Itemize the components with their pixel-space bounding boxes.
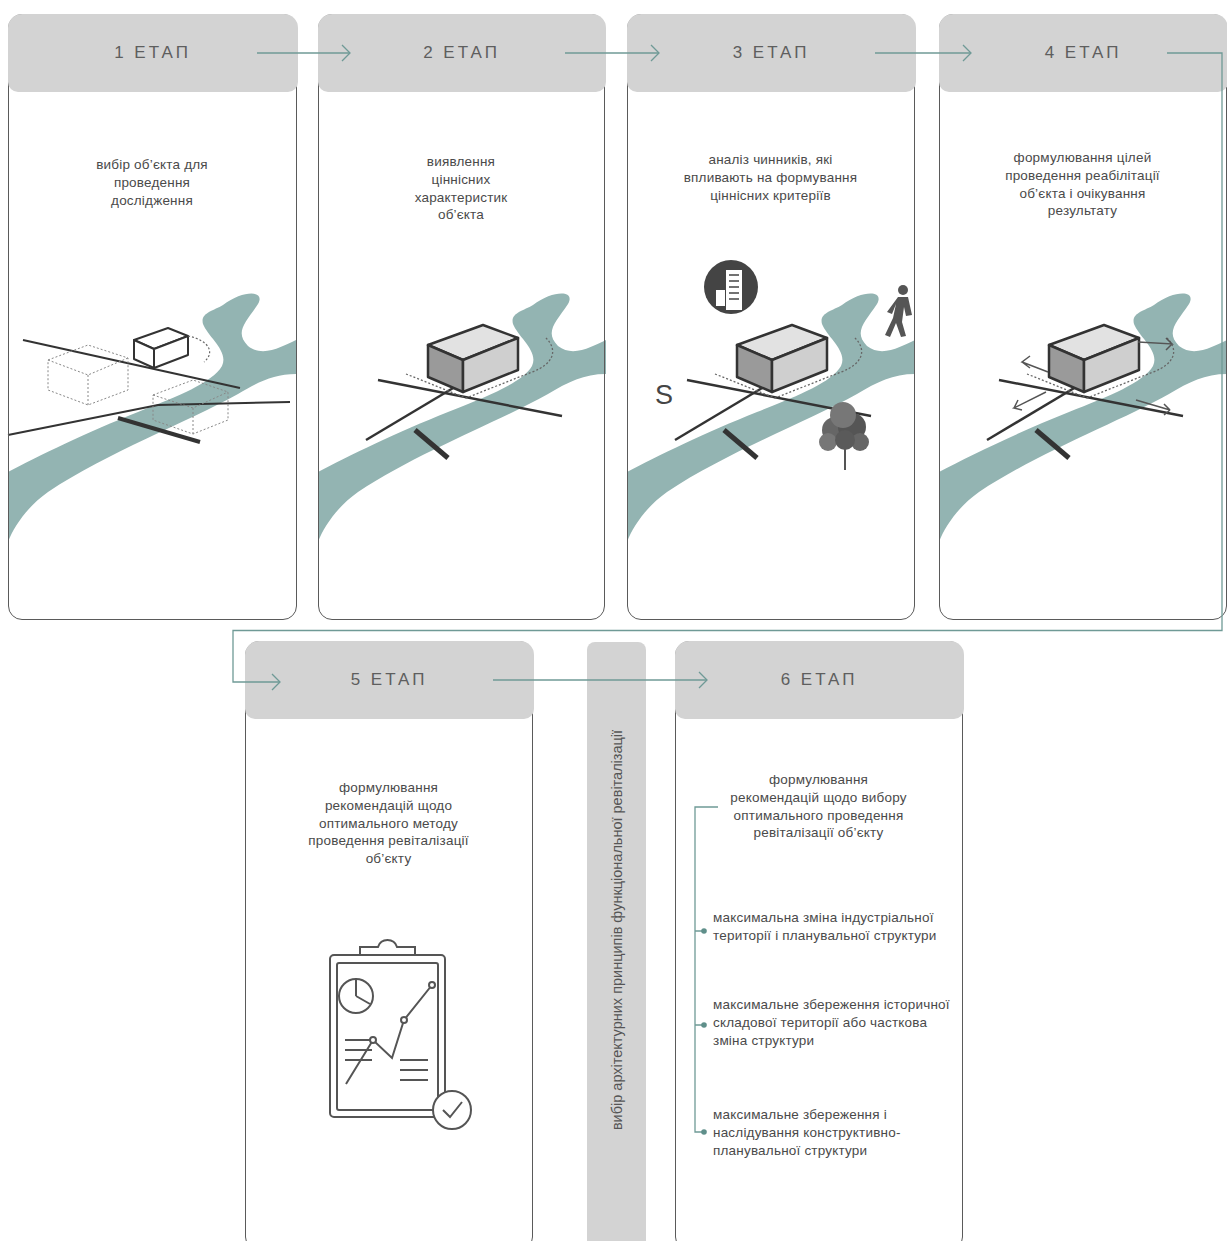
building-icon	[704, 260, 758, 314]
pedestrian-icon	[885, 285, 912, 337]
expand-arrows	[1014, 338, 1172, 415]
flow-arrow	[233, 53, 1222, 690]
stage-title: 6 ЕТАП	[781, 670, 858, 690]
stage-description: виявлення ціннісних характеристик об’єкт…	[396, 153, 526, 224]
band-text: вибір архітектурних принципів функціонал…	[607, 720, 625, 1140]
stage-description: формулювання рекомендацій щодо оптимальн…	[304, 779, 474, 868]
principle-band: вибір архітектурних принципів функціонал…	[587, 642, 646, 1241]
stage-title: 1 ЕТАП	[114, 43, 191, 63]
stage-title: 3 ЕТАП	[733, 43, 810, 63]
stage-header: 5 ЕТАП	[245, 641, 534, 719]
stage-panel: 6 ЕТАП формулювання рекомендацій щодо виб…	[675, 641, 963, 1241]
stage-header: 2 ЕТАП	[318, 14, 606, 92]
stage-panel: 2 ЕТАП виявлення ціннісних характеристик …	[318, 14, 605, 620]
stage-description: вибір об’єкта для проведення дослідження	[77, 156, 227, 209]
site-sketch	[939, 294, 1227, 542]
stage-title: 5 ЕТАП	[351, 670, 428, 690]
report-icon	[330, 940, 471, 1129]
stage-description: формулювання рекомендацій щодо вибору оп…	[724, 771, 914, 842]
option-item: максимальне збереження історичної складо…	[713, 996, 958, 1049]
site-sketch	[8, 294, 296, 542]
compass-letter: S	[655, 380, 673, 411]
tree-icon	[819, 402, 869, 470]
site-sketch	[318, 294, 606, 542]
flow-arrow	[565, 45, 659, 61]
stage-description: формулювання цілей проведення реабілітац…	[993, 149, 1173, 220]
flow-arrow	[493, 672, 707, 688]
option-item: максимальне збереження і наслідування ко…	[713, 1106, 961, 1159]
flow-arrow	[875, 45, 971, 61]
stage-header: 3 ЕТАП	[627, 14, 916, 92]
stage-panel: 4 ЕТАП формулювання цілей проведення реаб…	[939, 14, 1227, 620]
stage-panel: 1 ЕТАП вибір об’єкта для проведення дослі…	[8, 14, 297, 620]
stage-title: 4 ЕТАП	[1045, 43, 1122, 63]
stage-header: 1 ЕТАП	[8, 14, 298, 92]
site-sketch	[627, 294, 915, 542]
stage-header: 6 ЕТАП	[675, 641, 964, 719]
option-item: максимальна зміна індустріальної територ…	[713, 909, 958, 945]
stage-description: аналіз чинників, які впливають на формув…	[673, 151, 868, 204]
stage-panel: 5 ЕТАП формулювання рекомендацій щодо опт…	[245, 641, 533, 1241]
stage-title: 2 ЕТАП	[423, 43, 500, 63]
stage-panel: 3 ЕТАП аналіз чинників, які впливають на …	[627, 14, 915, 620]
flow-arrow	[257, 45, 350, 61]
bracket	[695, 807, 718, 1135]
